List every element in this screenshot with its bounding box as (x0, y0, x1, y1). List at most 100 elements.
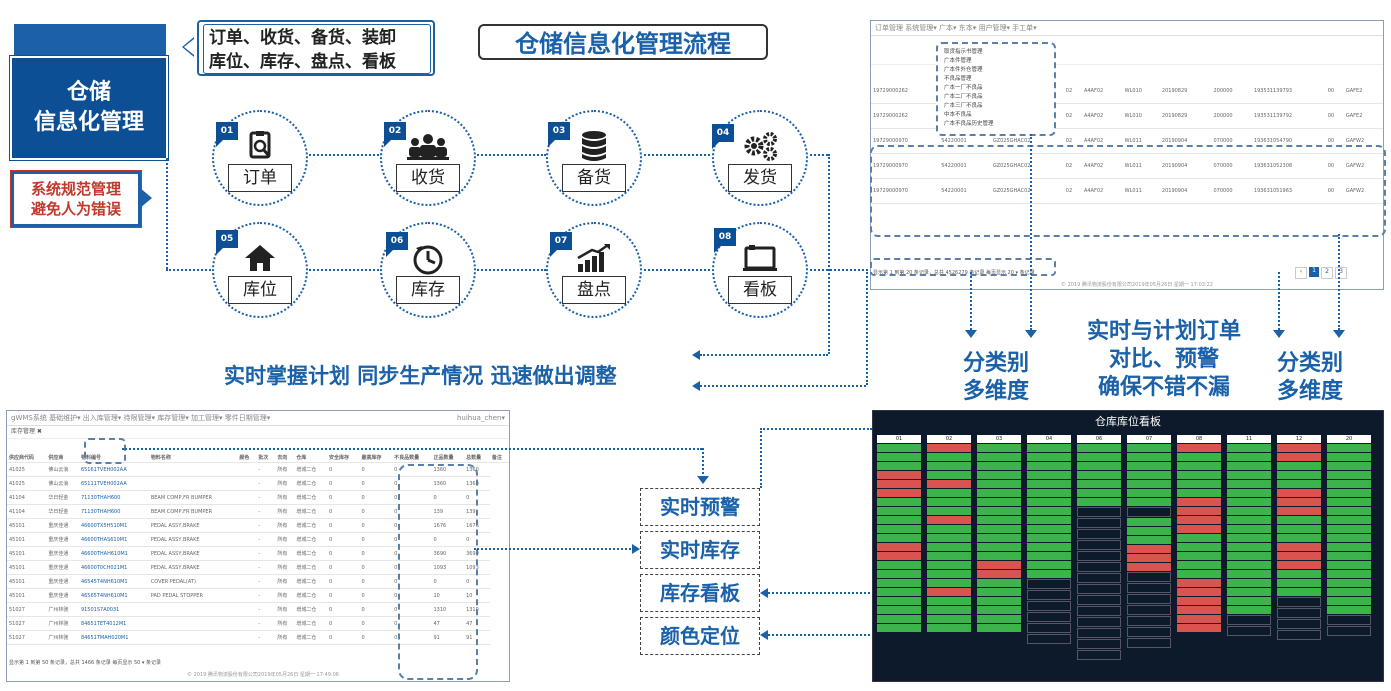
kanban-cell (1227, 615, 1271, 625)
kanban-cell (977, 489, 1021, 497)
table-cell: 02 (1063, 128, 1082, 154)
kanban-cell (1027, 444, 1071, 452)
table-cell: 华日轻金 (46, 490, 79, 505)
column-header[interactable]: 正品数量 (431, 453, 465, 463)
table-cell: 070000 (1211, 178, 1252, 204)
user-menu[interactable]: huihua_chen▾ (456, 414, 505, 422)
table-cell: 20190904 (1159, 153, 1212, 179)
arrow-left-icon (692, 350, 700, 360)
kanban-cell (1327, 543, 1371, 551)
column-header[interactable]: 备注 (489, 453, 509, 463)
kanban-cell (1127, 638, 1171, 648)
column-header[interactable]: 供应商 (46, 453, 79, 463)
connector-line (1338, 234, 1340, 330)
table-cell: 增城二仓 (294, 546, 327, 561)
highlight-qty-columns (398, 464, 478, 680)
table-cell: 所有 (275, 588, 295, 603)
kanban-cell (1127, 498, 1171, 506)
step-number-badge: 08 (714, 228, 736, 253)
table-cell: PEDAL ASSY,BRAKE (148, 518, 238, 533)
kanban-cell (1127, 616, 1171, 626)
inventory-system-screenshot: gWMS系统 基础维护▾ 出入库管理▾ 待限管理▾ 库存管理▾ 加工管理▾ 零件… (6, 410, 510, 682)
kanban-cell (977, 606, 1021, 614)
menu-item[interactable]: 取货指示书管理 (944, 49, 983, 55)
menu-item[interactable]: 广本件外仓管理 (944, 67, 983, 73)
menu-item[interactable]: 广本一厂不良品 (944, 85, 983, 91)
table-cell: 193631054790 (1251, 128, 1326, 154)
kanban-cell (1177, 579, 1221, 587)
kanban-cell (877, 588, 921, 596)
menu-item[interactable]: 广本件管理 (944, 58, 972, 64)
table-cell: 所有 (275, 574, 295, 589)
column-header[interactable]: 批次 (256, 453, 276, 463)
menu-item[interactable]: 广本不良品历史管理 (944, 121, 994, 127)
kanban-cell (1077, 650, 1121, 660)
table-cell: 重庆佳通 (46, 546, 79, 561)
kanban-cell (1227, 534, 1271, 542)
kanban-cell (1177, 516, 1221, 524)
monitor-board-icon (743, 245, 777, 271)
kanban-cell (877, 552, 921, 560)
inventory-tab[interactable]: 库存管理 ✖ (7, 426, 509, 439)
table-cell: 0 (326, 560, 360, 575)
kanban-cell (1077, 489, 1121, 497)
kanban-cell (1277, 480, 1321, 488)
table-cell: - (256, 616, 276, 631)
table-cell: 所有 (275, 616, 295, 631)
kanban-cell (877, 498, 921, 506)
column-header[interactable]: 不良品数量 (392, 453, 432, 463)
column-header[interactable]: 去向 (275, 453, 295, 463)
column-header[interactable]: 颜色 (237, 453, 257, 463)
table-cell (237, 574, 257, 589)
category-label-left-line2: 多维度 (962, 379, 1029, 404)
menu-item[interactable]: 广本三厂不良品 (944, 103, 983, 109)
table-cell (237, 588, 257, 603)
table-cell (237, 518, 257, 533)
connector-line (806, 154, 828, 156)
connector-line (306, 154, 382, 156)
kanban-cell (877, 444, 921, 452)
kanban-cell (927, 588, 971, 596)
plan-compare-line2: 对比、预警 (1108, 347, 1219, 372)
column-header[interactable]: 物料名称 (148, 453, 238, 463)
menu-item[interactable]: 不良品管理 (944, 76, 972, 82)
column-header[interactable]: 安全库存 (326, 453, 360, 463)
column-header[interactable]: 供应商代码 (7, 453, 47, 463)
table-cell: 0 (359, 630, 393, 645)
order-pagination[interactable]: ‹ 1 2 3 (1295, 267, 1347, 279)
menu-item[interactable]: 中本不良品 (944, 112, 972, 118)
kanban-cell (927, 606, 971, 614)
table-cell: 20190904 (1159, 178, 1212, 204)
table-cell: 所有 (275, 490, 295, 505)
table-cell: 0 (359, 476, 393, 491)
table-cell: 46600THAH610M1 (78, 546, 149, 561)
kanban-cell (927, 597, 971, 605)
kanban-cell (1127, 563, 1171, 571)
table-cell: - (256, 490, 276, 505)
column-header[interactable]: 总数量 (464, 453, 490, 463)
kanban-cell (977, 525, 1021, 533)
table-cell: 增城二仓 (294, 462, 327, 477)
feature-realtime-alert: 实时预警 (640, 488, 760, 526)
column-header[interactable]: 仓库 (294, 453, 327, 463)
column-header[interactable]: 最高库存 (359, 453, 393, 463)
kanban-column-header: 01 (877, 435, 921, 443)
table-cell: 070000 (1211, 153, 1252, 179)
menu-item[interactable]: 广本二厂不良品 (944, 94, 983, 100)
table-cell: 1360 (431, 462, 465, 477)
kanban-cell (1127, 554, 1171, 562)
table-cell: 重庆佳通 (46, 518, 79, 533)
